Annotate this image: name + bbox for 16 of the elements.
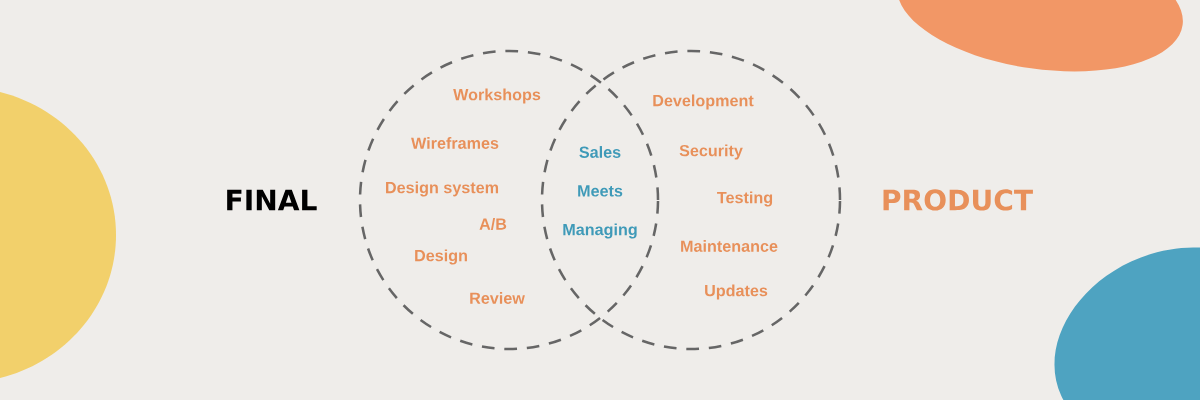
- word-label: Design: [415, 249, 467, 265]
- title-word: FINAL: [227, 189, 317, 211]
- word-label: Managing: [563, 223, 637, 239]
- word-label: Sales: [579, 146, 621, 158]
- word-label: Meets: [578, 185, 623, 197]
- word-label: Maintenance: [681, 240, 778, 252]
- title-word: PRODUCT: [883, 189, 1033, 211]
- word-label: Security: [679, 144, 743, 160]
- word-label: Testing: [717, 191, 773, 207]
- word-label: Review: [470, 292, 525, 304]
- word-label: Workshops: [453, 88, 541, 104]
- word-label: Wireframes: [411, 137, 499, 149]
- word-label: A/B: [479, 218, 507, 230]
- word-label: Design system: [386, 181, 499, 197]
- word-label: Development: [653, 94, 754, 110]
- word-label: Updates: [705, 284, 768, 300]
